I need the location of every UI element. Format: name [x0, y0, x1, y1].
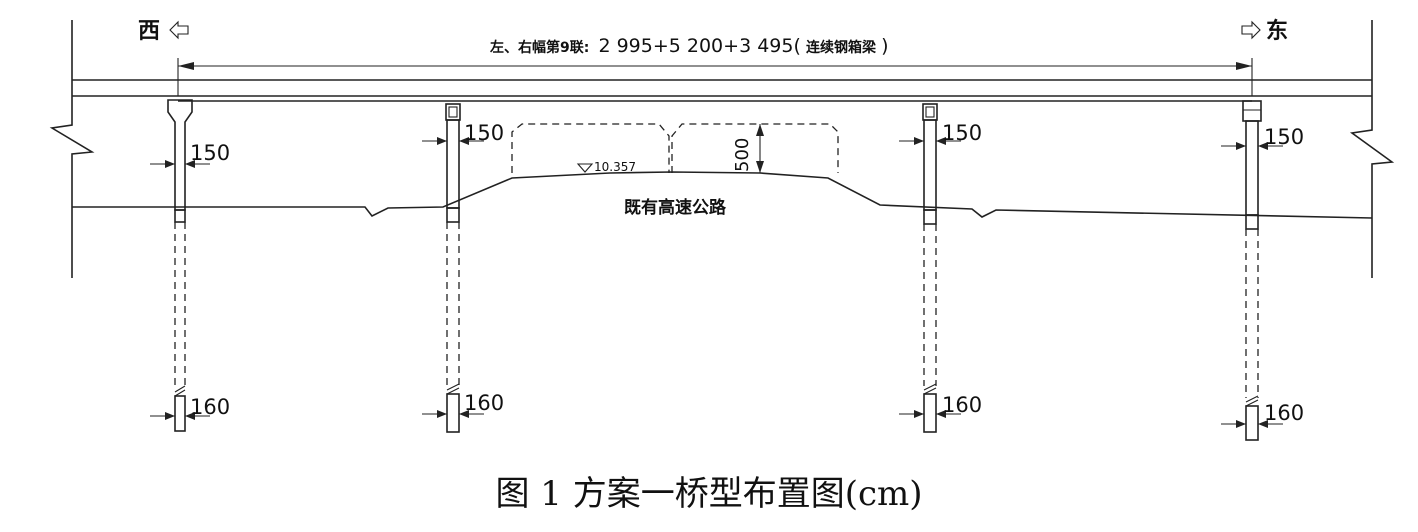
box-girder-deck — [72, 79, 1372, 102]
figure-caption: 图 1 方案一桥型布置图(cm) — [495, 474, 923, 514]
span-label: 左、右幅第9联: 2 995+5 200+3 495( 连续钢箱梁 ) — [489, 35, 888, 57]
elevation-value: 10.357 — [594, 160, 636, 174]
pier-3-bottom-dim: 160 — [942, 393, 982, 417]
east-label: 东 — [1266, 18, 1288, 44]
clearance-envelope-left — [511, 123, 670, 173]
pier-2-bottom-dim: 160 — [464, 391, 504, 415]
pier-1-top-dim: 150 — [190, 141, 230, 165]
east-arrow-icon — [1241, 20, 1261, 40]
pier-3 — [899, 103, 961, 433]
pier-2-top-dim: 150 — [464, 121, 504, 145]
bridge-layout-drawing: 西 东 左、右幅第9联: 2 995+5 200+3 495( 连续钢箱梁 ) … — [49, 18, 1395, 441]
west-label: 西 — [138, 19, 160, 44]
pier-4-top-dim: 150 — [1264, 125, 1304, 149]
clearance-envelope-right — [671, 123, 839, 173]
span-dimension-line — [177, 58, 1253, 96]
pier-1-bottom-dim: 160 — [190, 395, 230, 419]
road-label: 既有高速公路 — [624, 197, 727, 218]
elevation-triangle-icon — [576, 163, 594, 173]
pier-1 — [150, 99, 210, 432]
pier-2 — [422, 103, 484, 433]
east-abutment — [1349, 20, 1395, 278]
clearance-dimension: 500 — [732, 124, 764, 173]
pier-4 — [1221, 100, 1283, 441]
west-abutment — [49, 20, 95, 278]
west-arrow-icon — [169, 20, 189, 40]
pier-4-bottom-dim: 160 — [1264, 401, 1304, 425]
clearance-value: 500 — [732, 138, 753, 172]
pier-3-top-dim: 150 — [942, 121, 982, 145]
